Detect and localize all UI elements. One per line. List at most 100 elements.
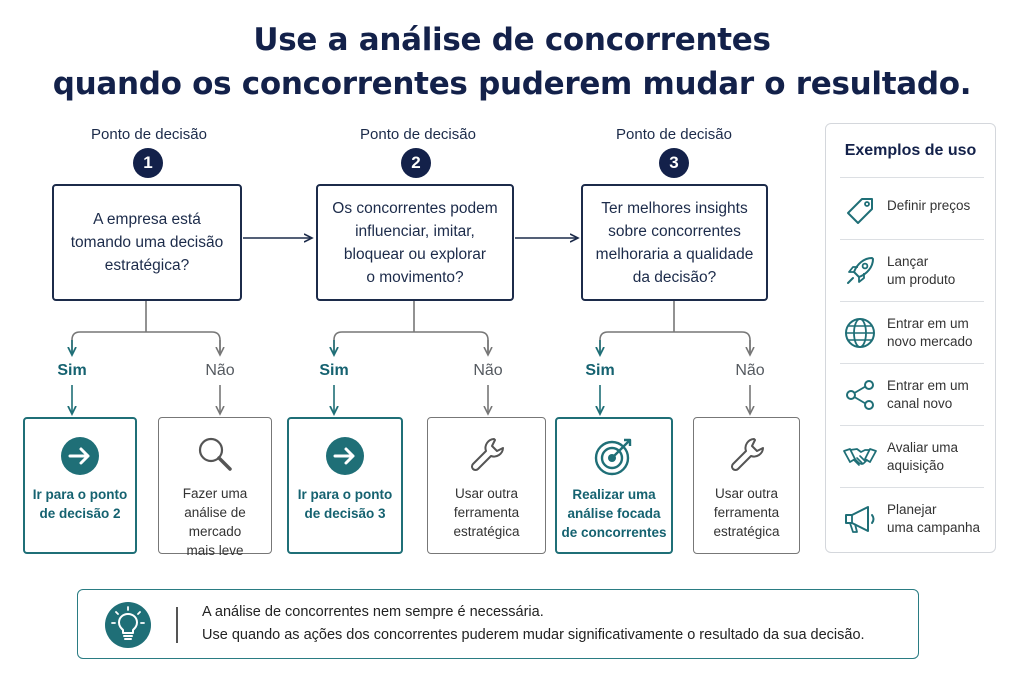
example-line: Lançar — [887, 254, 929, 269]
outcome-text: Ir para o ponto de decisão 2 — [29, 485, 131, 523]
outcome-line: de decisão 2 — [39, 506, 121, 521]
example-line: novo mercado — [887, 334, 973, 349]
decision-point-3-yes-label: Sim — [585, 362, 615, 379]
info-note: A análise de concorrentes nem sempre é n… — [77, 589, 919, 659]
question-line: o movimento? — [366, 268, 464, 286]
decision-point-2-number: 2 — [401, 148, 431, 178]
question-line: A empresa está — [93, 211, 201, 228]
question-line: Os concorrentes podem — [332, 199, 498, 217]
outcome-line: Fazer uma — [182, 486, 248, 501]
example-text: Planejar uma campanha — [887, 501, 980, 537]
decision-point-2-yes-label: Sim — [319, 362, 349, 379]
lightbulb-icon — [105, 602, 151, 648]
outcome-line: estratégica — [453, 524, 520, 539]
outcome-text: Usar outra ferramenta estratégica — [698, 484, 795, 541]
example-item: Lançar um produto — [838, 239, 986, 301]
note-line-1: A análise de concorrentes nem sempre é n… — [202, 604, 544, 620]
example-line: Avaliar uma — [887, 440, 959, 455]
example-item: Entrar em um novo mercado — [838, 301, 986, 363]
example-item: Definir preços — [838, 177, 986, 239]
divider — [840, 301, 984, 302]
divider — [176, 607, 178, 643]
decision-point-2-question: Os concorrentes podem influenciar, imita… — [316, 184, 514, 301]
divider — [840, 425, 984, 426]
question-line: Ter melhores insights — [601, 199, 748, 217]
example-line: um produto — [887, 272, 956, 287]
decision-point-1-yes-outcome: Ir para o ponto de decisão 2 — [23, 417, 137, 554]
megaphone-icon — [845, 506, 875, 533]
decision-point-3-no-outcome: Usar outra ferramenta estratégica — [693, 417, 800, 554]
decision-point-3-number: 3 — [659, 148, 689, 178]
example-text: Definir preços — [887, 197, 970, 215]
example-line: aquisição — [887, 458, 945, 473]
wrench-icon — [470, 438, 504, 472]
decision-point-3-question: Ter melhores insights sobre concorrentes… — [581, 184, 768, 301]
question-line: sobre concorrentes — [608, 222, 741, 240]
example-line: canal novo — [887, 396, 953, 411]
divider — [840, 177, 984, 178]
question-line: melhoraria a qualidade — [595, 245, 754, 263]
price-tag-icon — [847, 198, 873, 224]
decision-point-1-no-outcome: Fazer uma análise de mercado mais leve — [158, 417, 272, 558]
page-title: Use a análise de concorrentes quando os … — [0, 18, 1024, 106]
share-nodes-icon — [846, 380, 874, 410]
globe-icon — [845, 318, 875, 348]
arrow-right-icon — [326, 437, 364, 475]
example-text: Lançar um produto — [887, 253, 955, 289]
example-text: Entrar em um canal novo — [887, 377, 969, 413]
outcome-text: Usar outra ferramenta estratégica — [432, 484, 541, 541]
question-line: estratégica? — [104, 257, 190, 274]
example-text: Entrar em um novo mercado — [887, 315, 973, 351]
outcome-line: ferramenta — [713, 505, 780, 520]
question-line: bloquear ou explorar — [343, 245, 487, 263]
outcome-line: Usar outra — [454, 486, 519, 501]
outcome-line: Usar outra — [714, 486, 779, 501]
example-item: Planejar uma campanha — [838, 487, 986, 549]
example-item: Avaliar uma aquisição — [838, 425, 986, 487]
decision-point-2-no-outcome: Usar outra ferramenta estratégica — [427, 417, 546, 554]
examples-title: Exemplos de uso — [844, 142, 977, 159]
example-line: Definir preços — [887, 198, 971, 213]
example-item: Entrar em um canal novo — [838, 363, 986, 425]
outcome-line: análise de mercado — [184, 505, 246, 539]
outcome-line: de decisão 3 — [304, 506, 386, 521]
decision-point-1-label: Ponto de decisão — [91, 126, 207, 143]
outcome-line: de concorrentes — [561, 525, 667, 540]
question-line: da decisão? — [632, 268, 717, 286]
divider — [840, 239, 984, 240]
arrow-right-icon — [61, 437, 99, 475]
outcome-line: ferramenta — [453, 505, 520, 520]
outcome-line: estratégica — [713, 524, 780, 539]
divider — [840, 487, 984, 488]
decision-point-3-yes-outcome: Realizar uma análise focada de concorren… — [555, 417, 673, 554]
divider — [840, 363, 984, 364]
outcome-line: Ir para o ponto — [297, 487, 393, 502]
wrench-icon — [730, 438, 764, 472]
example-text: Avaliar uma aquisição — [887, 439, 958, 475]
question-line: influenciar, imitar, — [355, 222, 475, 240]
outcome-text: Realizar uma análise focada de concorren… — [561, 485, 667, 542]
note-line-2: Use quando as ações dos concorrentes pud… — [202, 627, 865, 643]
outcome-text: Fazer uma análise de mercado mais leve — [163, 484, 267, 560]
outcome-text: Ir para o ponto de decisão 3 — [293, 485, 397, 523]
decision-point-2-label: Ponto de decisão — [360, 126, 476, 143]
decision-point-2-yes-outcome: Ir para o ponto de decisão 3 — [287, 417, 403, 554]
handshake-icon — [843, 448, 877, 466]
rocket-icon — [847, 257, 874, 284]
decision-point-1-number: 1 — [133, 148, 163, 178]
outcome-line: Ir para o ponto — [32, 487, 128, 502]
decision-point-1-yes-label: Sim — [57, 362, 87, 379]
question-line: tomando uma decisão — [70, 234, 224, 251]
example-line: Planejar — [887, 502, 937, 517]
example-line: Entrar em um — [887, 378, 969, 393]
decision-point-3-label: Ponto de decisão — [616, 126, 732, 143]
target-icon — [594, 438, 632, 476]
outcome-line: mais leve — [186, 543, 244, 558]
magnifier-icon — [198, 437, 232, 471]
decision-point-1-no-label: Não — [205, 362, 235, 379]
outcome-line: Realizar uma — [572, 487, 656, 502]
decision-point-2-no-label: Não — [473, 362, 503, 379]
title-line-2: quando os concorrentes puderem mudar o r… — [52, 66, 972, 102]
example-line: uma campanha — [887, 520, 981, 535]
examples-panel: Exemplos de uso Definir preços Lançar um… — [825, 123, 996, 553]
